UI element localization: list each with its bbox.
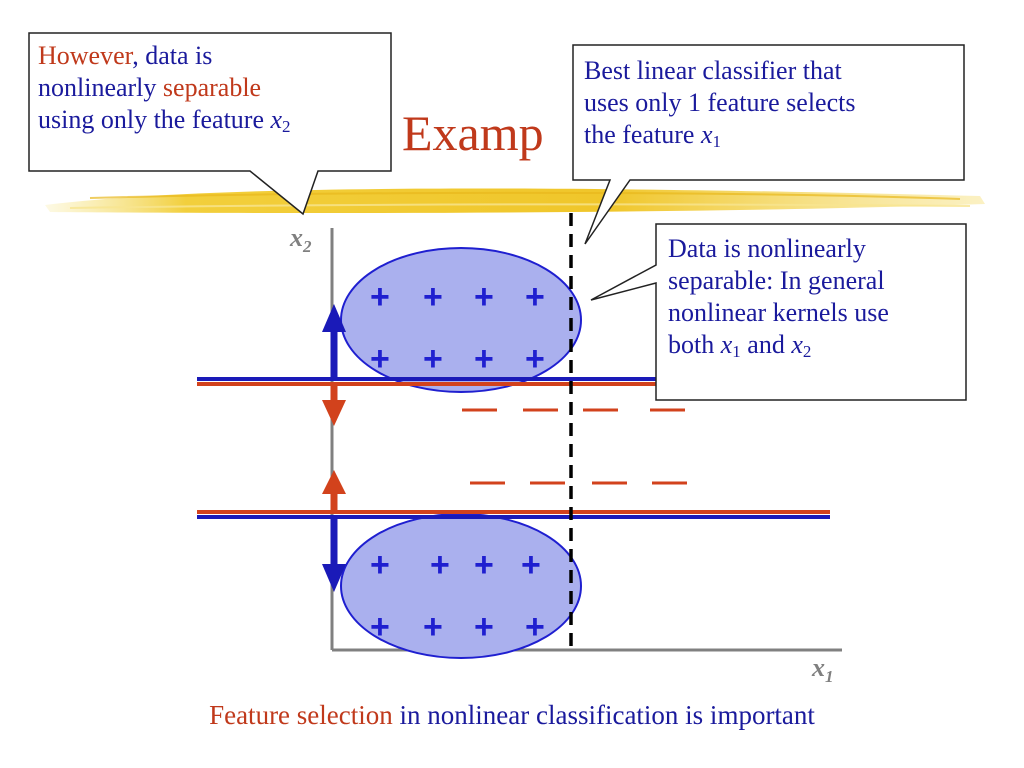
callout-top-right-text: Best linear classifier that uses only 1 … [584, 55, 964, 151]
plus-point: + [521, 546, 541, 584]
callout-top-right-line3: the feature [584, 120, 701, 149]
and-word: and [740, 330, 792, 359]
margin-arrow-red-bottom [322, 470, 346, 510]
callout-top-right-shape [572, 44, 965, 245]
plus-point: + [423, 608, 443, 646]
x1-var: x [720, 330, 733, 359]
caption-highlight: Feature selection [209, 700, 393, 730]
plus-point: + [370, 546, 390, 584]
x2-var: x [791, 330, 803, 359]
x1-var: x [700, 120, 713, 149]
callout-mid-right-line4: both [668, 330, 721, 359]
plus-point: + [474, 546, 494, 584]
slide-caption: Feature selection in nonlinear classific… [0, 700, 1024, 731]
negative-points [462, 408, 687, 485]
callout-mid-right-line3: nonlinear kernels use [668, 298, 889, 327]
plus-point: + [474, 278, 494, 316]
plus-point: + [423, 340, 443, 378]
callout-mid-right-line1: Data is nonlinearly [668, 234, 866, 263]
decision-boundary-bottom [197, 510, 830, 519]
plus-point: + [370, 608, 390, 646]
callout-left-text: However, data is nonlinearly separable u… [38, 40, 388, 136]
callout-top-right-line2: uses only 1 feature selects [584, 88, 856, 117]
plus-point: + [423, 278, 443, 316]
y-axis-label: x2 [289, 223, 312, 256]
x2-var: x [270, 105, 283, 134]
separable-word: separable [162, 73, 262, 102]
callout-mid-right-text: Data is nonlinearly separable: In genera… [668, 233, 963, 361]
plus-point: + [370, 340, 390, 378]
however-word: However [38, 41, 133, 70]
callout-left-shape [28, 32, 392, 216]
plus-point: + [525, 340, 545, 378]
caption-rest: in nonlinear classification is important [392, 700, 815, 730]
x1-sub: 1 [732, 342, 741, 361]
margin-arrow-blue-top [322, 304, 346, 378]
margin-arrow-blue-bottom [322, 519, 346, 592]
x1-sub: 1 [712, 132, 721, 151]
callout-left-line2: nonlinearly [38, 73, 163, 102]
callout-mid-right-line2: separable: In general [668, 266, 885, 295]
positive-cluster-top [340, 247, 582, 393]
callout-mid-right-shape [590, 223, 967, 401]
callout-left-line3: using only the feature [38, 105, 271, 134]
title-underline-brush [45, 188, 985, 214]
plus-point: + [370, 278, 390, 316]
x2-sub: 2 [282, 117, 291, 136]
x2-sub: 2 [802, 342, 812, 361]
margin-arrow-red-top [322, 386, 346, 426]
x-axis-label: x1 [811, 653, 834, 686]
callout-top-right-line1: Best linear classifier that [584, 56, 842, 85]
plus-point: + [474, 340, 494, 378]
plus-point: + [430, 546, 450, 584]
slide-title: Examp [402, 105, 544, 161]
positive-points: + + + + + + + + + + + + + + + + [370, 278, 545, 646]
plus-point: + [474, 608, 494, 646]
plus-point: + [525, 608, 545, 646]
plus-point: + [525, 278, 545, 316]
callout-left-line1: , data is [132, 41, 213, 70]
